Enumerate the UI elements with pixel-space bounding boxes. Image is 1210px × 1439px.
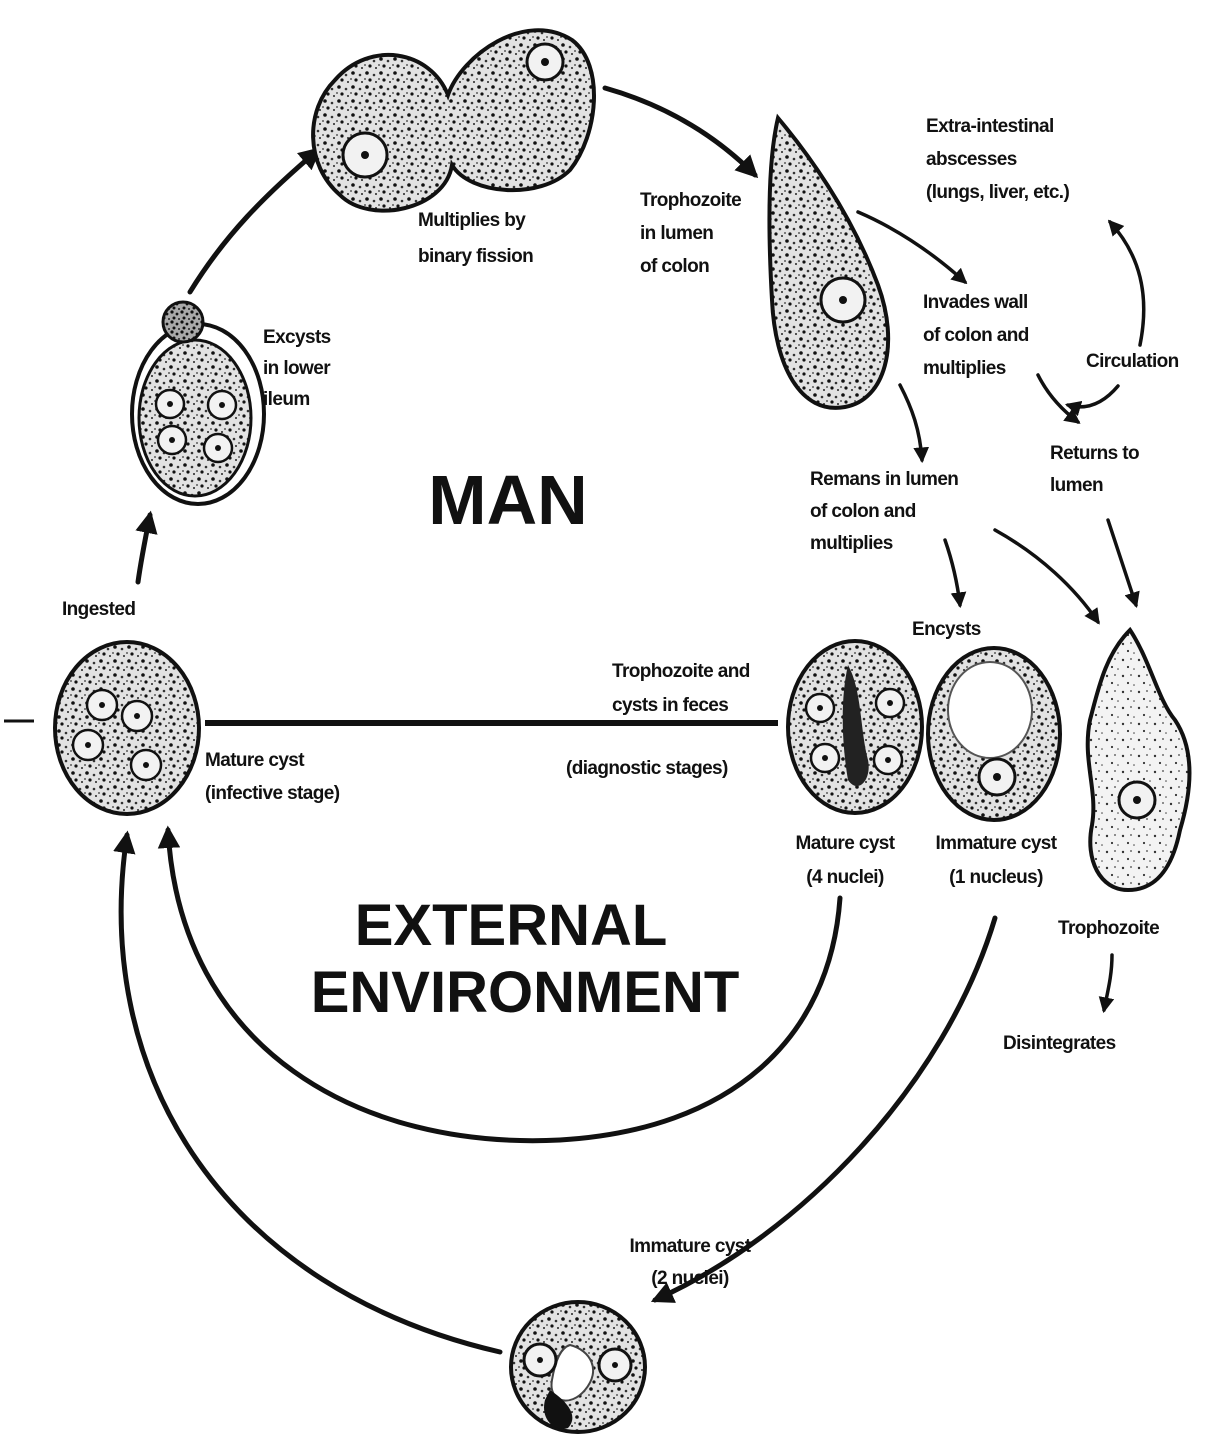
extra-intestinal-label: Extra-intestinal abscesses (lungs, liver… — [926, 116, 1069, 203]
mature-cyst-infective-label: Mature cyst (infective stage) — [205, 750, 340, 804]
svg-text:Remans in lumen: Remans in lumen — [810, 469, 958, 490]
svg-text:Mature cyst: Mature cyst — [205, 750, 305, 771]
arrow-remains-to-encysts — [945, 540, 960, 605]
svg-text:Mature cyst: Mature cyst — [796, 833, 896, 854]
svg-text:multiplies: multiplies — [923, 358, 1006, 379]
external-environment-title-line2: ENVIRONMENT — [311, 960, 740, 1025]
svg-text:(2 nuclei): (2 nuclei) — [651, 1268, 729, 1289]
binary-fission-trophozoite — [313, 30, 594, 210]
svg-text:ileum: ileum — [263, 389, 310, 410]
svg-text:abscesses: abscesses — [926, 149, 1017, 170]
svg-text:(lungs, liver, etc.): (lungs, liver, etc.) — [926, 182, 1069, 203]
trophozoite-right — [1088, 630, 1190, 890]
svg-text:Immature cyst: Immature cyst — [629, 1236, 751, 1257]
immature-cyst-2-label: Immature cyst (2 nuclei) — [629, 1236, 751, 1289]
svg-text:of colon and: of colon and — [810, 501, 916, 522]
arrow-returns-to-trophozoite — [1108, 520, 1136, 605]
svg-text:Returns to: Returns to — [1050, 443, 1139, 464]
arrow-circulation-to-abscess — [1110, 222, 1144, 345]
man-title: MAN — [428, 461, 587, 539]
returns-to-lumen-label: Returns to lumen — [1050, 443, 1139, 496]
remains-in-lumen-label: Remans in lumen of colon and multiplies — [810, 469, 958, 554]
mature-cyst-infective — [55, 642, 199, 814]
circulation-label: Circulation — [1086, 351, 1179, 372]
arrow-fission-to-trophozoite — [605, 88, 755, 175]
immature-cyst-1-label: Immature cyst (1 nucleus) — [935, 833, 1057, 888]
svg-text:Excysts: Excysts — [263, 327, 331, 348]
mature-cyst-4-label: Mature cyst (4 nuclei) — [796, 833, 896, 888]
svg-text:in lower: in lower — [263, 358, 331, 379]
arrow-circulation-hook — [1068, 386, 1118, 407]
svg-text:(infective stage): (infective stage) — [205, 783, 340, 804]
svg-text:Trophozoite: Trophozoite — [640, 190, 741, 211]
excysting-cyst — [132, 302, 264, 504]
troph-and-cysts-feces-label: Trophozoite and cysts in feces — [612, 661, 750, 716]
svg-text:lumen: lumen — [1050, 475, 1103, 496]
disintegrates-label: Disintegrates — [1003, 1033, 1116, 1054]
svg-text:multiplies: multiplies — [810, 533, 893, 554]
svg-text:(1 nucleus): (1 nucleus) — [949, 867, 1043, 888]
immature-cyst-2-nuclei — [511, 1302, 645, 1432]
encysts-label: Encysts — [912, 619, 981, 640]
svg-text:of colon: of colon — [640, 256, 709, 277]
svg-text:Trophozoite and: Trophozoite and — [612, 661, 750, 682]
multiplies-label: Multiplies by binary fission — [418, 210, 533, 267]
trophozoite-lumen-label: Trophozoite in lumen of colon — [640, 190, 741, 277]
svg-text:cysts in feces: cysts in feces — [612, 695, 728, 716]
arrow-trophozoite-to-disintegrates — [1104, 955, 1112, 1010]
arrow-troph-to-remains — [900, 385, 922, 460]
trophozoite-lumen-colon — [770, 118, 889, 408]
svg-text:binary fission: binary fission — [418, 246, 533, 267]
arrow-remains-to-trophozoite — [995, 530, 1098, 622]
svg-text:Multiplies by: Multiplies by — [418, 210, 526, 231]
arrow-wall-to-returns-lumen — [1038, 375, 1078, 422]
immature-cyst-1-nucleus — [928, 648, 1060, 820]
mature-cyst-4-nuclei — [788, 641, 922, 813]
ingested-label: Ingested — [62, 599, 135, 620]
svg-text:Immature cyst: Immature cyst — [935, 833, 1057, 854]
svg-text:of colon and: of colon and — [923, 325, 1029, 346]
svg-text:(4 nuclei): (4 nuclei) — [806, 867, 884, 888]
diagnostic-stages-label: (diagnostic stages) — [566, 758, 728, 779]
arrow-ingested-to-excyst — [138, 515, 150, 582]
trophozoite-label: Trophozoite — [1058, 918, 1159, 939]
external-environment-title-line1: EXTERNAL — [355, 893, 668, 958]
arrow-excyst-to-fission — [190, 150, 318, 292]
svg-text:Extra-intestinal: Extra-intestinal — [926, 116, 1054, 137]
excysts-label: Excysts in lower ileum — [263, 327, 331, 410]
svg-text:Invades wall: Invades wall — [923, 292, 1028, 313]
svg-text:in lumen: in lumen — [640, 223, 713, 244]
invades-wall-label: Invades wall of colon and multiplies — [923, 292, 1029, 379]
